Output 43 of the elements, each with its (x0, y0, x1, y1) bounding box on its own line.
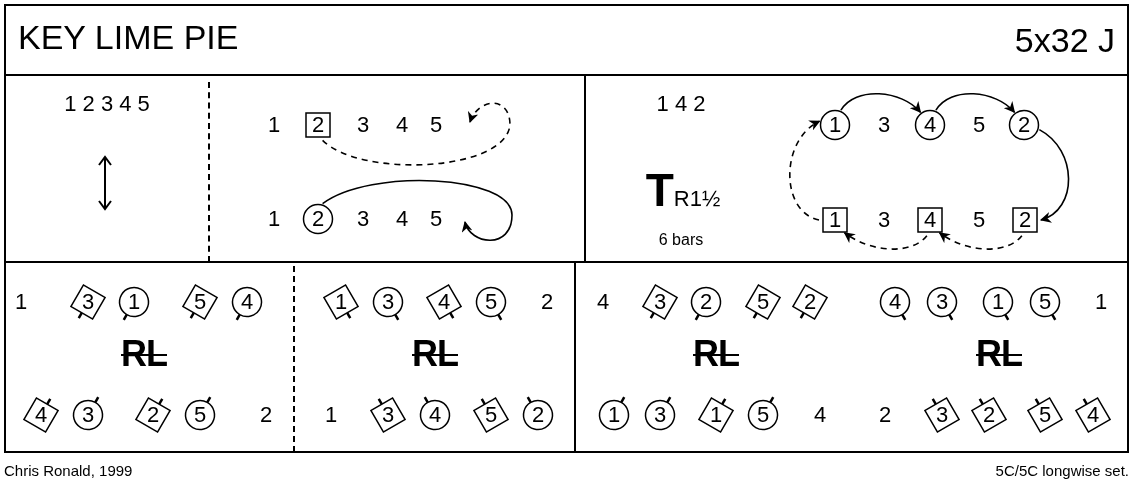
arrow (789, 120, 821, 221)
formation-symbol: RL (120, 336, 168, 372)
label: 1 (324, 404, 338, 426)
label: Chris Ronald, 1999 (4, 462, 133, 478)
label: 2 (540, 291, 554, 313)
label: 5 (972, 209, 986, 231)
label: 3 (356, 208, 370, 230)
label: 5 (972, 114, 986, 136)
label: 4 (395, 114, 409, 136)
arrow (1038, 128, 1070, 222)
arrow (935, 93, 1016, 113)
dancer-circle: 2 (301, 202, 335, 236)
label: 1 (1094, 291, 1108, 313)
label: 5C/5C longwise set. (995, 462, 1129, 478)
label: 1 (267, 208, 281, 230)
formation-symbol: RL (975, 336, 1023, 372)
label: 3 (356, 114, 370, 136)
label: 2 (878, 404, 892, 426)
label: 4 (395, 208, 409, 230)
arrow (321, 179, 513, 242)
arrow (938, 232, 1023, 250)
title: KEY LIME PIE (18, 20, 239, 54)
formation-symbol: RL (411, 336, 459, 372)
label: 6 bars (658, 232, 704, 248)
label: 5x32 J (1014, 23, 1115, 57)
label: 1 2 3 4 5 (64, 93, 150, 115)
label: 1 4 2 (656, 93, 706, 115)
label: 5 (429, 114, 443, 136)
arrow (840, 93, 922, 113)
arrow (843, 232, 928, 250)
label: 1 (267, 114, 281, 136)
label: 5 (429, 208, 443, 230)
label: 1 (14, 291, 28, 313)
formation-symbol: RL (692, 336, 740, 372)
label: 4 (596, 291, 610, 313)
label: 2 (259, 404, 273, 426)
label: 3 (877, 209, 891, 231)
label: 3 (877, 114, 891, 136)
dancer-circle: 4 (913, 108, 947, 142)
label: 4 (813, 404, 827, 426)
arrow (321, 102, 511, 166)
dancer-circle: 2 (1007, 108, 1041, 142)
dancer-circle: 1 (818, 108, 852, 142)
